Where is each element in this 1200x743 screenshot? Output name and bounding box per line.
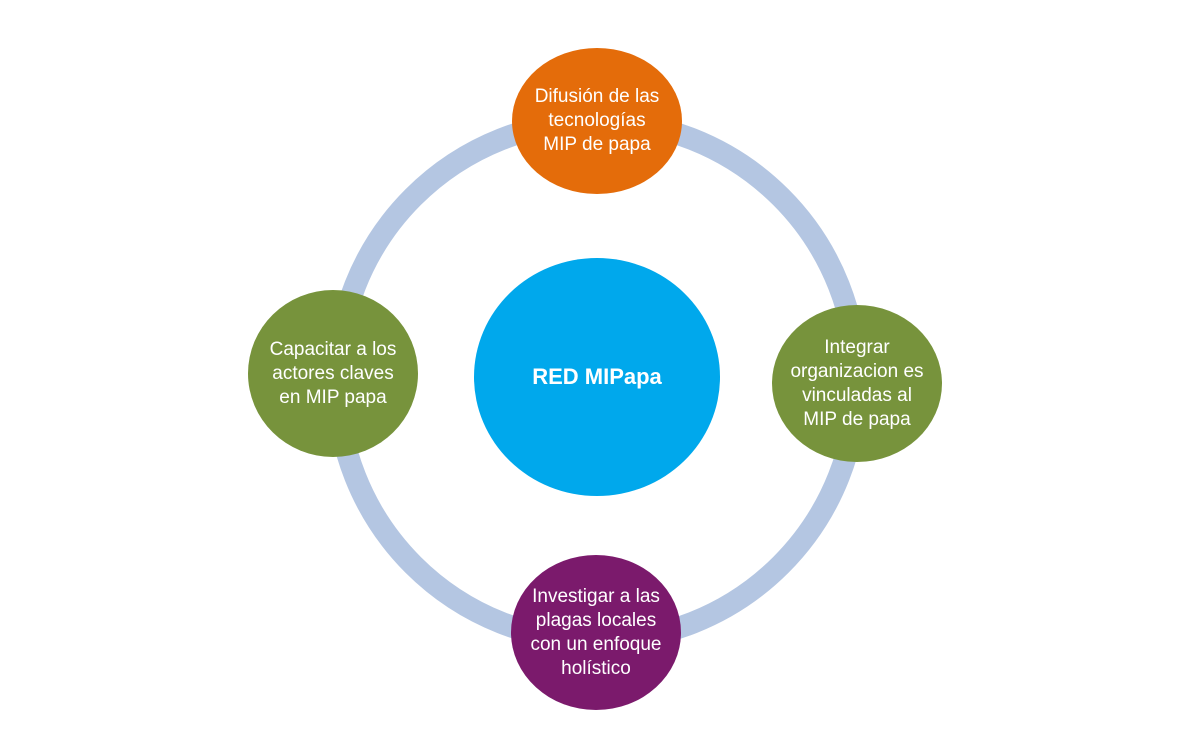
right-node-label: Integrar organizacion es vinculadas al M… [790, 336, 924, 430]
right-node: Integrar organizacion es vinculadas al M… [772, 305, 942, 462]
top-node-label: Difusión de las tecnologías MIP de papa [534, 86, 660, 155]
left-node-label: Capacitar a los actores claves en MIP pa… [269, 338, 397, 408]
bottom-node: Investigar a las plagas locales con un e… [511, 555, 681, 710]
bottom-node-label: Investigar a las plagas locales con un e… [530, 585, 662, 679]
left-node: Capacitar a los actores claves en MIP pa… [248, 290, 418, 457]
top-node: Difusión de las tecnologías MIP de papa [512, 48, 682, 194]
center-node-label: RED MIPapa [532, 364, 662, 389]
center-node: RED MIPapa [474, 258, 720, 496]
